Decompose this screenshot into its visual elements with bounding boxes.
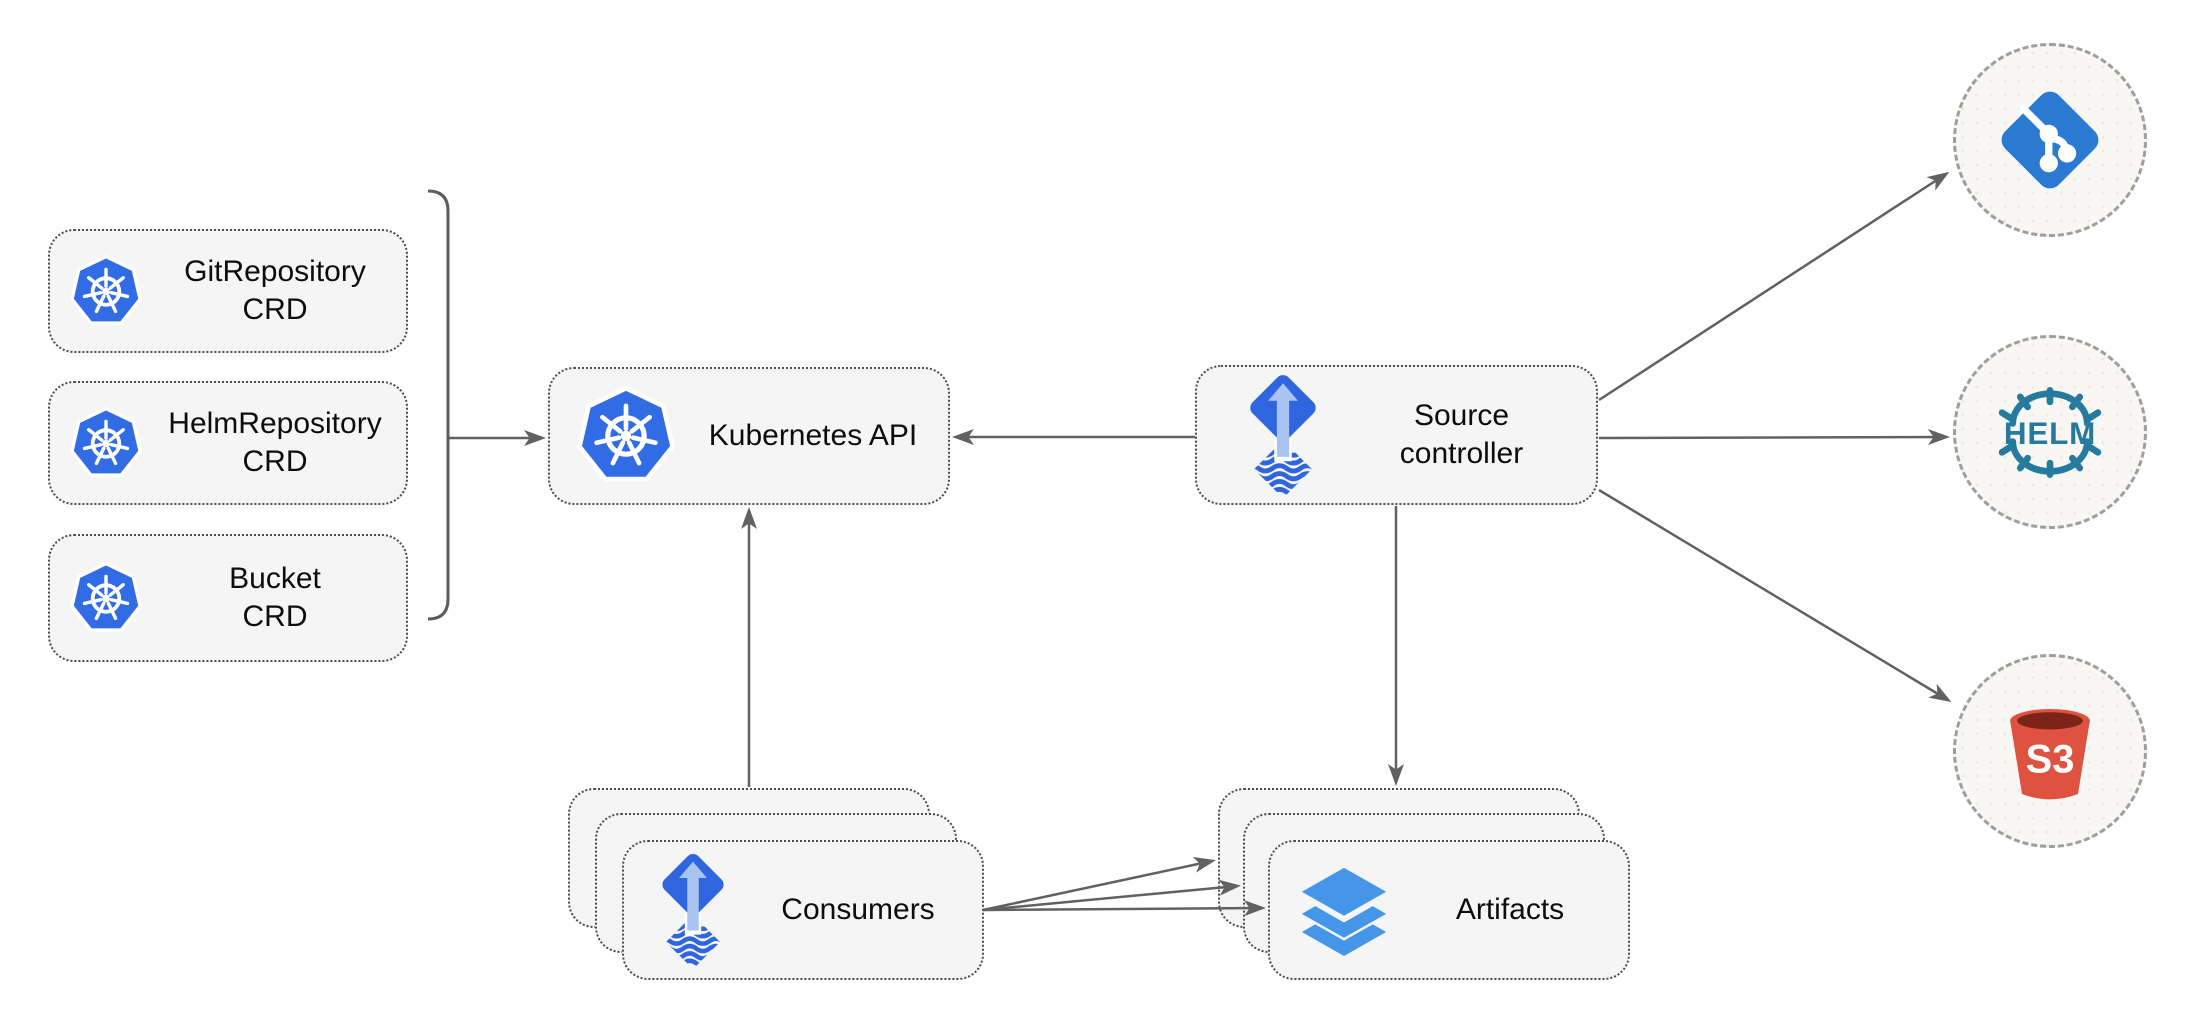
node-source-controller: Source controller	[1195, 365, 1598, 505]
s3-icon	[1996, 695, 2104, 808]
arrow-consumers-to-artifacts-1	[982, 856, 1216, 912]
endpoint-git-circle	[1953, 43, 2147, 237]
kubernetes-icon	[68, 252, 144, 331]
node-gitrepository-crd-label: GitRepository CRD	[184, 254, 366, 326]
kubernetes-icon	[574, 382, 678, 490]
kubernetes-icon	[68, 559, 144, 638]
layers-icon	[1296, 864, 1392, 956]
node-source-controller-label: Source controller	[1399, 398, 1524, 470]
node-artifacts: Artifacts	[1268, 840, 1630, 980]
node-bucket-crd-label: Bucket CRD	[229, 561, 321, 633]
node-consumers-label: Consumers	[781, 892, 935, 926]
endpoint-s3-circle	[1953, 654, 2147, 848]
crd-group-bracket	[427, 189, 450, 621]
node-consumers: Consumers	[622, 840, 984, 980]
arrow-source-controller-to-helm	[1598, 429, 1950, 446]
node-artifacts-label: Artifacts	[1455, 892, 1565, 926]
node-helmrepository-crd-label: HelmRepository CRD	[168, 406, 382, 478]
flux-icon	[1239, 371, 1327, 499]
helm-icon	[1988, 387, 2112, 478]
flux-icon	[652, 850, 734, 970]
node-helmrepository-crd: HelmRepository CRD	[48, 381, 408, 505]
endpoint-helm-circle	[1953, 335, 2147, 529]
arrow-source-controller-to-git	[1598, 171, 1950, 402]
node-kubernetes-api-label: Kubernetes API	[708, 418, 918, 452]
arrow-source-controller-to-s3	[1598, 488, 1952, 703]
node-gitrepository-crd: GitRepository CRD	[48, 229, 408, 353]
git-icon	[1989, 79, 2111, 201]
node-bucket-crd: Bucket CRD	[48, 534, 408, 662]
kubernetes-icon	[68, 404, 144, 483]
arrow-consumers-to-artifacts-2	[982, 879, 1241, 912]
node-kubernetes-api: Kubernetes API	[548, 367, 950, 505]
